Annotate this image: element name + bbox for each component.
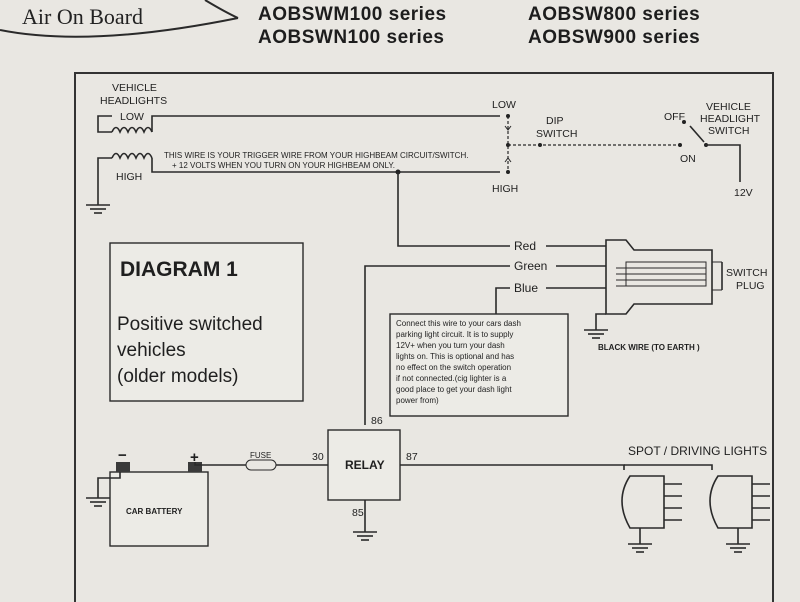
blue-note-line: no effect on the switch operation: [396, 363, 511, 372]
relay-ground-icon: [353, 531, 377, 541]
wire-green-to-relay: [364, 265, 510, 425]
dip-high-label: HIGH: [492, 183, 518, 195]
relay-pin-30: 30: [312, 451, 324, 463]
series-label-swm100: AOBSWM100 series: [258, 4, 447, 25]
spot-light-right-icon: [709, 475, 770, 553]
blue-note-line: Connect this wire to your cars dash: [396, 319, 521, 328]
earth-wire-label: BLACK WIRE (TO EARTH ): [598, 343, 700, 352]
brand-name: Air On Board: [22, 4, 143, 29]
relay-pin-86: 86: [371, 415, 383, 427]
relay-to-lights-wire: [400, 464, 625, 470]
headlight-switch-on-label: ON: [680, 153, 696, 165]
spot-light-left-icon: [621, 475, 682, 553]
brand-logo: Air On Board: [0, 0, 240, 40]
battery-ground-wire: [97, 472, 121, 498]
blue-note-line: parking light circuit. It is to supply: [396, 330, 513, 339]
headlight-low-return: [97, 115, 112, 133]
battery-label: CAR BATTERY: [126, 507, 183, 516]
battery-minus-sign: −: [118, 447, 127, 464]
car-battery: [109, 471, 209, 547]
blue-wire-note-box: [389, 313, 569, 417]
blue-wire-note: Connect this wire to your cars dash park…: [396, 319, 521, 405]
trigger-to-red-wire: [397, 172, 510, 247]
series-label-swn100: AOBSWN100 series: [258, 27, 445, 48]
blue-note-line: 12V+ when you turn your dash: [396, 341, 505, 350]
blue-note-line: good place to get your dash light: [396, 385, 512, 394]
battery-negative-terminal: [116, 462, 130, 472]
dip-switch-symbol[interactable]: [504, 114, 680, 174]
headlights-low-label: LOW: [120, 111, 144, 123]
relay-pin-85: 85: [352, 507, 364, 519]
blue-note-line: if not connected.(cig lighter is a: [396, 374, 507, 383]
headlight-low-coil: [111, 115, 500, 134]
diagram-desc-line3: (older models): [117, 366, 238, 387]
dip-low-label: LOW: [492, 99, 516, 111]
headlight-switch-label-line3: SWITCH: [708, 125, 749, 137]
headlight-high-coil: [111, 152, 500, 173]
fuse-symbol: [245, 459, 277, 471]
dip-switch-label-line2: SWITCH: [536, 128, 577, 140]
battery-plus-sign: +: [190, 449, 199, 466]
diagram-desc-line1: Positive switched: [117, 314, 263, 335]
headlight-switch-label-line2: HEADLIGHT: [700, 113, 761, 125]
lights-label: SPOT / DRIVING LIGHTS: [628, 444, 767, 458]
switch-plug-label-line1: SWITCH: [726, 267, 767, 279]
blue-note-line: lights on. This is optional and has: [396, 352, 514, 361]
headlight-switch-symbol[interactable]: [678, 120, 741, 182]
wire-red-label: Red: [514, 239, 536, 253]
battery-ground-icon: [86, 497, 110, 507]
lights-bus-wire: [624, 464, 713, 470]
series-label-sw900: AOBSW900 series: [528, 27, 701, 48]
relay-pin-87: 87: [406, 451, 418, 463]
diagram-frame: [74, 72, 774, 602]
headlights-title-line1: VEHICLE: [112, 82, 157, 94]
series-label-sw800: AOBSW800 series: [528, 4, 701, 25]
headlight-ground-icon: [86, 204, 110, 214]
diagram-info-box: [109, 242, 304, 402]
trigger-note-line1: THIS WIRE IS YOUR TRIGGER WIRE FROM YOUR…: [164, 151, 468, 160]
battery-positive-wire: [194, 462, 246, 466]
dip-switch-label-line1: DIP: [546, 115, 564, 127]
switch-plug-label-line2: PLUG: [736, 280, 765, 292]
wire-blue-label: Blue: [514, 281, 538, 295]
supply-12v-label: 12V: [734, 187, 753, 199]
headlight-switch-off-label: OFF: [664, 111, 685, 123]
switch-plug-symbol: [605, 239, 723, 315]
wire-blue-lead: [495, 287, 510, 314]
blue-note-line: power from): [396, 396, 439, 405]
diagram-desc-line2: vehicles: [117, 340, 186, 361]
headlights-title-line2: HEADLIGHTS: [100, 95, 167, 107]
earth-wire: [595, 313, 606, 330]
battery-positive-terminal: [188, 462, 202, 472]
fuse-label: FUSE: [250, 451, 271, 460]
headlight-switch-label-line1: VEHICLE: [706, 101, 751, 113]
headlights-high-label: HIGH: [116, 171, 142, 183]
diagram-title: DIAGRAM 1: [120, 258, 238, 281]
relay-label: RELAY: [345, 458, 385, 472]
plug-ground-icon: [584, 329, 608, 339]
headlight-ground-wire: [97, 157, 112, 205]
wire-green-label: Green: [514, 259, 547, 273]
trigger-note-line2: + 12 VOLTS WHEN YOU TURN ON YOUR HIGHBEA…: [172, 161, 395, 170]
